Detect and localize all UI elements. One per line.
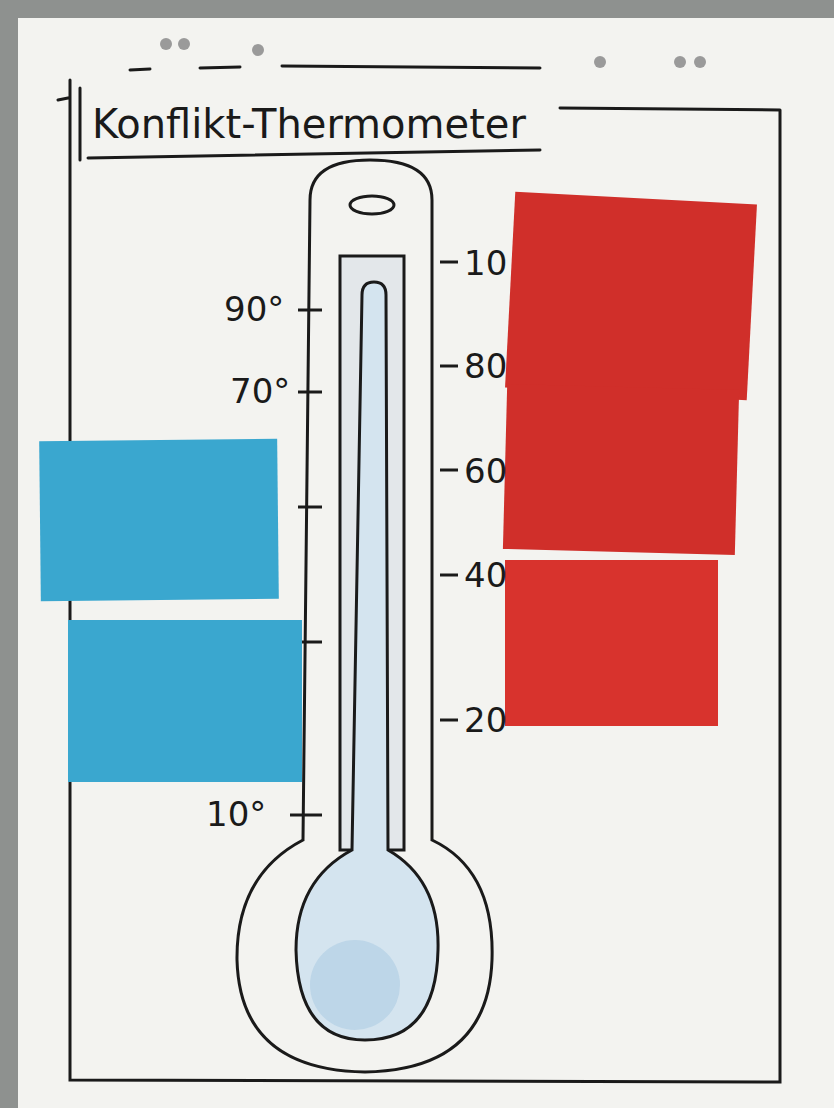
- liquid-column: [296, 282, 438, 1040]
- scale-label: 10°: [206, 797, 266, 831]
- tick: [440, 574, 458, 577]
- red-card: [505, 560, 718, 726]
- tick: [440, 261, 458, 264]
- red-card: [505, 192, 757, 400]
- blue-card: [68, 620, 302, 782]
- punch-hole: [694, 56, 706, 68]
- title-bar: [79, 88, 82, 160]
- punch-holes: [160, 38, 706, 68]
- tick: [440, 365, 458, 368]
- tick: [298, 309, 322, 312]
- tick: [440, 469, 458, 472]
- punch-hole: [160, 38, 172, 50]
- liquid-bulb: [310, 940, 400, 1030]
- tick: [290, 814, 322, 817]
- scale-label: 40: [464, 558, 507, 592]
- punch-hole: [178, 38, 190, 50]
- scale-label: 70°: [230, 374, 290, 408]
- punch-hole: [252, 44, 264, 56]
- title-underline: [88, 150, 540, 158]
- tick: [298, 391, 322, 394]
- scale-ticks: [290, 262, 458, 815]
- punch-hole: [594, 56, 606, 68]
- tick: [298, 506, 322, 509]
- scale-label: 10: [464, 246, 507, 280]
- scale-label: 20: [464, 703, 507, 737]
- red-card: [503, 384, 739, 555]
- top-line: [130, 66, 540, 70]
- scale-label: 80: [464, 349, 507, 383]
- scale-label: 90°: [224, 292, 284, 326]
- punch-hole: [674, 56, 686, 68]
- top-loop: [350, 196, 394, 214]
- blue-card: [39, 439, 279, 601]
- scale-label: 60: [464, 454, 507, 488]
- tick: [440, 719, 458, 722]
- cards: [39, 192, 757, 782]
- paper-sheet: [18, 18, 834, 1108]
- chart-title: Konflikt-Thermometer: [92, 104, 526, 144]
